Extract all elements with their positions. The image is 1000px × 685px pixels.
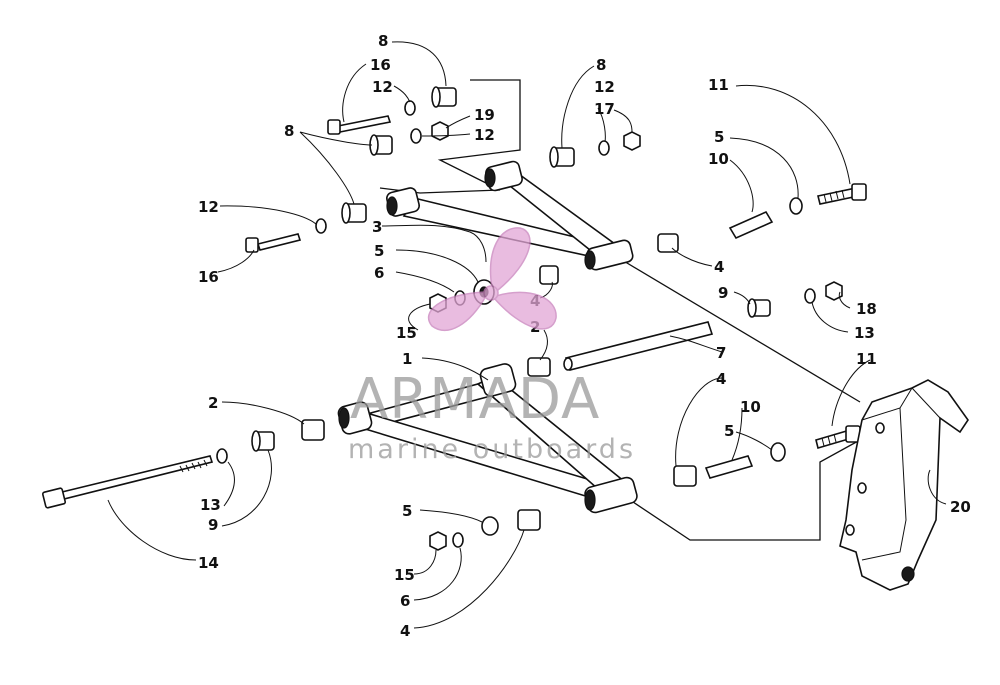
callout-19: 19 — [474, 106, 495, 124]
callout-15: 15 — [396, 324, 417, 342]
callout-5: 5 — [724, 422, 734, 440]
callout-9: 9 — [718, 284, 728, 302]
callout-15: 15 — [394, 566, 415, 584]
callout-4: 4 — [714, 258, 724, 276]
callout-5: 5 — [402, 502, 412, 520]
callout-1: 1 — [402, 350, 412, 368]
callout-8: 8 — [378, 32, 388, 50]
upper-a-arm — [386, 160, 634, 271]
callout-6: 6 — [374, 264, 384, 282]
bushings — [301, 233, 697, 531]
callout-18: 18 — [856, 300, 877, 318]
shaft-rod — [563, 321, 714, 371]
watermark: ARMADA marine outboards — [348, 227, 636, 465]
watermark-tagline: marine outboards — [348, 434, 636, 465]
callout-labels: 8 16 12 19 12 8 12 17 11 5 10 8 12 16 3 … — [198, 32, 971, 640]
callout-12: 12 — [372, 78, 393, 96]
callout-5: 5 — [714, 128, 724, 146]
callout-12: 12 — [594, 78, 615, 96]
nuts — [429, 121, 843, 551]
callout-12: 12 — [198, 198, 219, 216]
assembly-outline-lines — [379, 79, 861, 541]
callout-3: 3 — [372, 218, 382, 236]
callout-10: 10 — [708, 150, 729, 168]
callout-4: 4 — [400, 622, 410, 640]
propeller-hub — [483, 285, 499, 301]
callout-11: 11 — [708, 76, 729, 94]
propeller-logo-icon — [427, 227, 557, 332]
callout-8: 8 — [596, 56, 606, 74]
right-lower-bolt — [704, 425, 861, 479]
lower-a-arm — [337, 363, 638, 514]
callout-2: 2 — [208, 394, 218, 412]
propeller-blade-right — [492, 291, 557, 330]
flanged-bushings — [251, 86, 771, 452]
callout-12: 12 — [474, 126, 495, 144]
watermark-brand: ARMADA — [350, 367, 600, 432]
callout-5: 5 — [374, 242, 384, 260]
callout-9: 9 — [208, 516, 218, 534]
callout-13: 13 — [200, 496, 221, 514]
callout-7: 7 — [716, 344, 726, 362]
callout-11: 11 — [856, 350, 877, 368]
long-bolt — [41, 455, 214, 509]
callout-6: 6 — [400, 592, 410, 610]
mounting-bracket — [839, 379, 969, 591]
callout-17: 17 — [594, 100, 615, 118]
upper-bolts — [245, 115, 392, 253]
callout-14: 14 — [198, 554, 219, 572]
callout-10: 10 — [740, 398, 761, 416]
callout-16: 16 — [370, 56, 391, 74]
callout-16: 16 — [198, 268, 219, 286]
callout-20: 20 — [950, 498, 971, 516]
right-upper-bolt — [728, 183, 867, 240]
callout-4: 4 — [716, 370, 726, 388]
callout-8: 8 — [284, 122, 294, 140]
leader-lines — [107, 41, 947, 629]
propeller-blade-top — [489, 227, 531, 291]
callout-13: 13 — [854, 324, 875, 342]
propeller-blade-left — [427, 291, 487, 332]
